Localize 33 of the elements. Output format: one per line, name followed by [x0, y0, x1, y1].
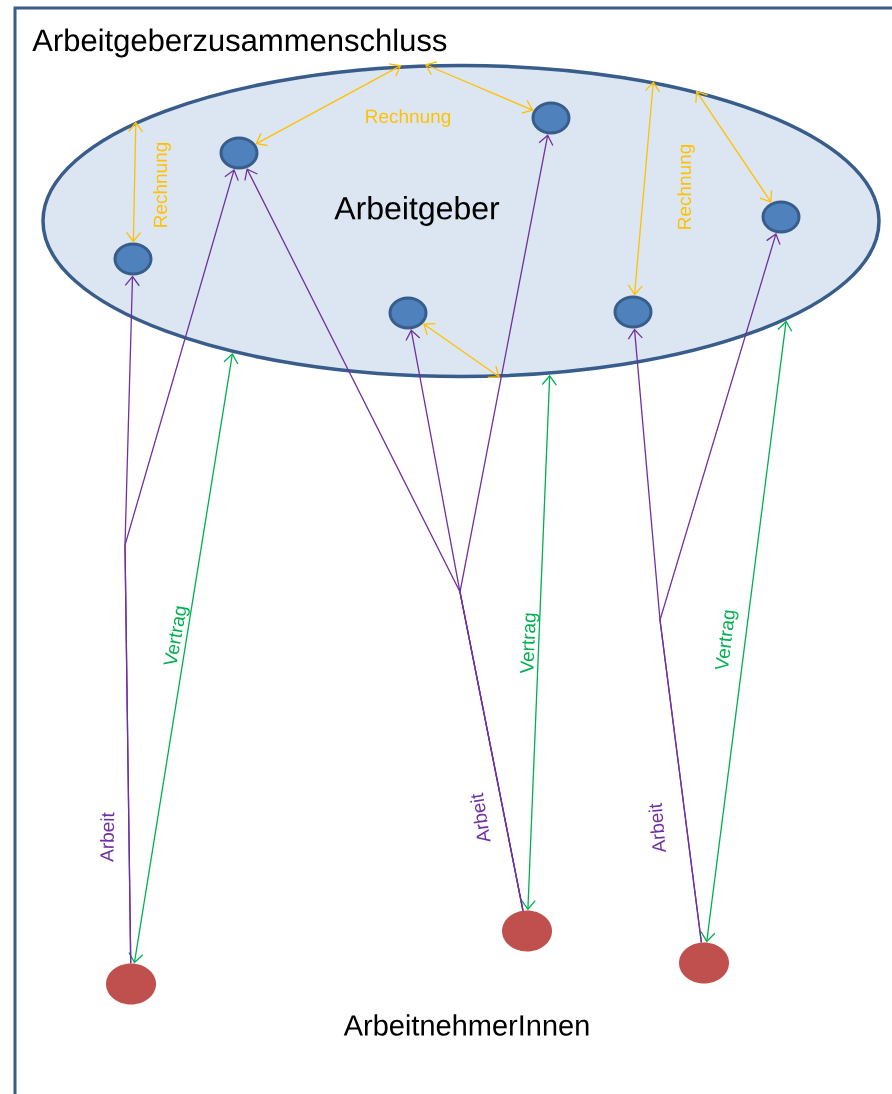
arrow [125, 121, 144, 243]
frame-title: Arbeitgeberzusammenschluss [32, 28, 447, 58]
circle [613, 295, 653, 329]
circle [531, 101, 571, 135]
arrow [128, 352, 239, 964]
arrow [627, 81, 661, 296]
edge-label: Arbeit [470, 792, 491, 842]
arrow [659, 233, 781, 944]
ellipse-title: Arbeitgeber [334, 196, 500, 226]
edge-label: Rechnung [366, 109, 451, 127]
circle [106, 963, 156, 1005]
edge-label: Arbeit [99, 812, 115, 862]
arrow [700, 320, 793, 943]
arrow [459, 134, 554, 912]
circle [761, 200, 801, 234]
edge-label: Arbeit [648, 802, 666, 853]
circle [388, 296, 428, 330]
edge-label: Vertrag [163, 606, 190, 665]
circle [502, 910, 552, 952]
circle [113, 242, 153, 276]
circle [219, 136, 259, 170]
arrow [424, 61, 534, 114]
edge-label: Vertrag [520, 613, 540, 674]
arrow [520, 374, 557, 911]
arrow [124, 169, 239, 964]
edge-label: Rechnung [677, 144, 695, 229]
arrow [423, 322, 500, 379]
arrow [695, 90, 773, 203]
edge-label: Rechnung [153, 142, 171, 227]
circle [679, 942, 729, 984]
arrow [255, 63, 402, 147]
group-label: ArbeitnehmerInnen [343, 1014, 589, 1036]
edge-label: Vertrag [714, 610, 739, 670]
